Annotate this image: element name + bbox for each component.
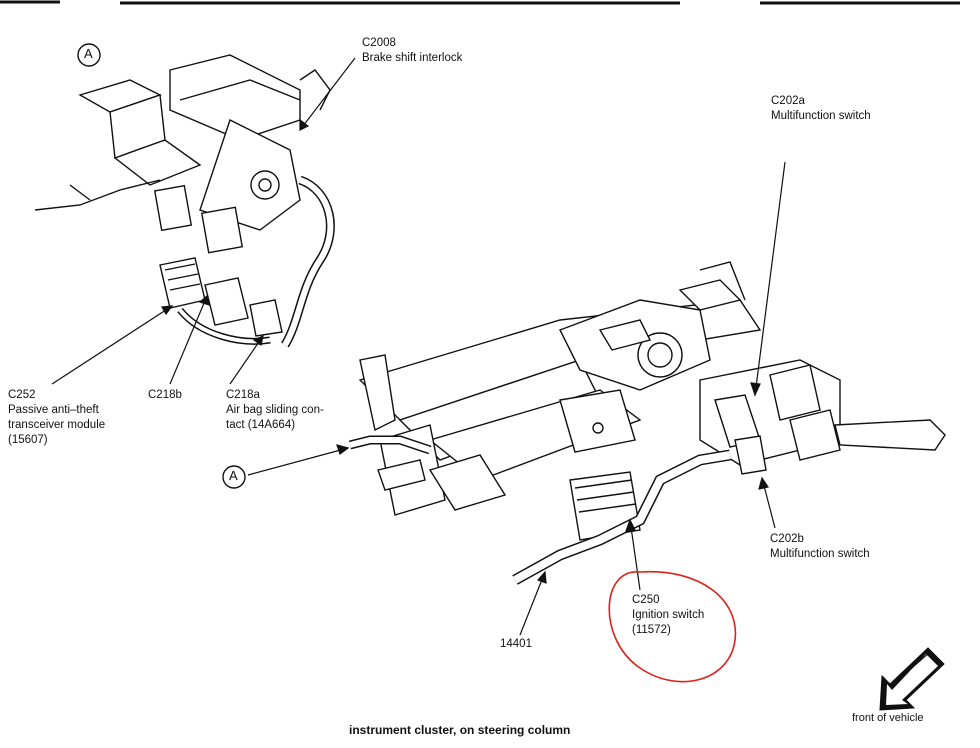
callout-circle-a-mid xyxy=(222,465,246,489)
c202b-desc: Multifunction switch xyxy=(770,548,870,560)
c252-label: C252 Passive anti–theft transceiver modu… xyxy=(8,388,105,448)
leader-lines xyxy=(51,57,786,636)
c218b-id: C218b xyxy=(148,389,182,401)
ignition-switch-highlight-circle xyxy=(608,570,737,683)
c250-id: C250 xyxy=(632,594,660,606)
c202a-id: C202a xyxy=(771,95,805,107)
top-edge-artifact xyxy=(0,0,960,5)
c202a-label: C202a Multifunction switch xyxy=(771,94,871,124)
callout-a-mid-label: A xyxy=(229,468,238,483)
c218a-label: C218a Air bag sliding con- tact (14A664) xyxy=(226,388,324,433)
c218a-line1: Air bag sliding con- xyxy=(226,404,324,416)
c2008-id: C2008 xyxy=(362,37,396,49)
steering-column-assembly xyxy=(348,261,946,585)
c218b-label: C218b xyxy=(148,388,182,403)
c252-id: C252 xyxy=(8,389,36,401)
c2008-desc: Brake shift interlock xyxy=(362,52,463,64)
c252-line2: transceiver module xyxy=(8,419,106,431)
c250-part: (11572) xyxy=(632,624,671,636)
callout-a-top-label: A xyxy=(84,46,93,61)
c250-desc: Ignition switch xyxy=(632,609,705,621)
c202b-label: C202b Multifunction switch xyxy=(770,532,870,562)
c2008-label: C2008 Brake shift interlock xyxy=(362,36,462,66)
detail-a-assembly xyxy=(34,54,335,348)
c252-line3: (15607) xyxy=(8,434,48,446)
front-of-vehicle-arrow-icon xyxy=(879,647,945,711)
c202a-desc: Multifunction switch xyxy=(771,110,871,122)
c218a-line2: tact (14A664) xyxy=(226,419,296,431)
c252-line1: Passive anti–theft xyxy=(8,404,99,416)
c218a-id: C218a xyxy=(226,389,260,401)
c202b-id: C202b xyxy=(770,533,804,545)
harness-14401-label: 14401 xyxy=(500,638,532,650)
figure-caption: instrument cluster, on steering column xyxy=(349,723,571,737)
c250-label: C250 Ignition switch (11572) xyxy=(632,593,704,638)
front-of-vehicle-label: front of vehicle xyxy=(852,712,924,724)
callout-circle-a-top xyxy=(77,43,101,67)
